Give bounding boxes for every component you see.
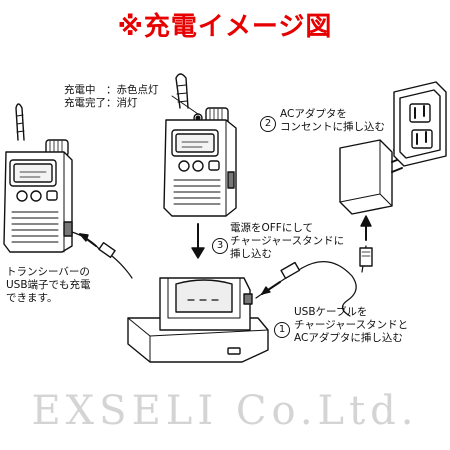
step-1-label: USBケーブルを チャージャースタンドと ACアダプタに挿し込む <box>294 306 408 345</box>
step-number-1: 1 <box>274 322 290 338</box>
radio-left-illustration <box>3 103 73 253</box>
ac-adapter-illustration <box>339 139 403 215</box>
step-1-line: USBケーブルを <box>294 306 368 318</box>
usb-plug-stand-illustration <box>280 261 301 280</box>
usb-note-line: USB端子でも充電 <box>6 279 91 291</box>
step-3-line: チャージャースタンドに <box>230 235 345 247</box>
page-title: ※充電イメージ図 <box>117 12 333 42</box>
step-2-label: ACアダプタを コンセントに挿し込む <box>280 108 385 134</box>
usb-plug-left-illustration <box>98 242 133 279</box>
step-2-line: コンセントに挿し込む <box>280 121 385 133</box>
charger-stand-illustration <box>127 277 269 363</box>
step-number-2: 2 <box>260 116 276 132</box>
step-2-line: ACアダプタを <box>280 108 347 120</box>
radio-center-illustration <box>163 73 237 217</box>
step-3-line: 電源をOFFにして <box>230 222 314 234</box>
watermark: EXSELI Co.Ltd. <box>31 388 419 434</box>
step-number-3: 3 <box>212 238 228 254</box>
usb-note-line: できます。 <box>6 292 58 304</box>
wall-outlet-illustration <box>393 81 447 167</box>
step-3-line: 挿し込む <box>230 248 272 260</box>
charging-complete-line: 充電完了：消灯 <box>64 97 138 109</box>
step-3-label: 電源をOFFにして チャージャースタンドに 挿し込む <box>230 222 344 261</box>
charging-status-label: 充電中 ：赤色点灯 充電完了：消灯 <box>64 84 159 110</box>
step-1-line: チャージャースタンドと <box>294 319 409 331</box>
usb-note-line: トランシーバーの <box>6 266 90 278</box>
usb-plug-adapter-illustration <box>359 247 373 267</box>
usb-charging-note: トランシーバーの USB端子でも充電 できます。 <box>6 266 91 305</box>
step-1-line: ACアダプタに挿し込む <box>294 332 403 344</box>
charging-status-line: 充電中 ：赤色点灯 <box>64 84 159 96</box>
